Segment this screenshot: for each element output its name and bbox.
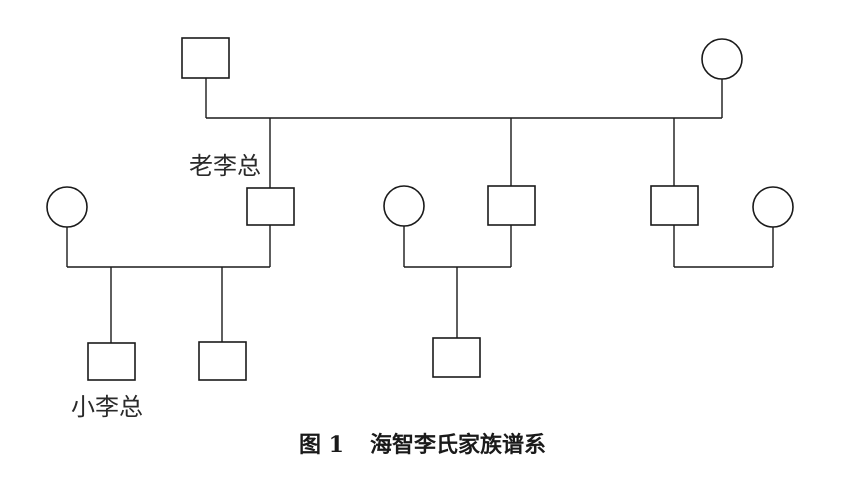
- figure-number: 图 1: [299, 432, 344, 458]
- family2-husband-male: [487, 185, 536, 226]
- family3-wife-female: [752, 186, 794, 228]
- family1-wife-female: [46, 186, 88, 228]
- family3-husband-male: [650, 185, 699, 226]
- family1-husband-male: [246, 187, 295, 226]
- label-lao-li-zong: 老李总: [189, 152, 261, 180]
- family2-wife-female: [383, 185, 425, 227]
- family1-child2-male: [198, 341, 247, 381]
- gen1-patriarch-male: [181, 37, 230, 79]
- figure-title: 海智李氏家族谱系: [369, 432, 546, 458]
- family1-child1-male: [87, 342, 136, 381]
- gen1-matriarch-female: [701, 38, 743, 80]
- label-xiao-li-zong: 小李总: [71, 393, 143, 421]
- family2-child-male: [432, 337, 481, 378]
- figure-caption: 图 1 海智李氏家族谱系: [0, 434, 845, 457]
